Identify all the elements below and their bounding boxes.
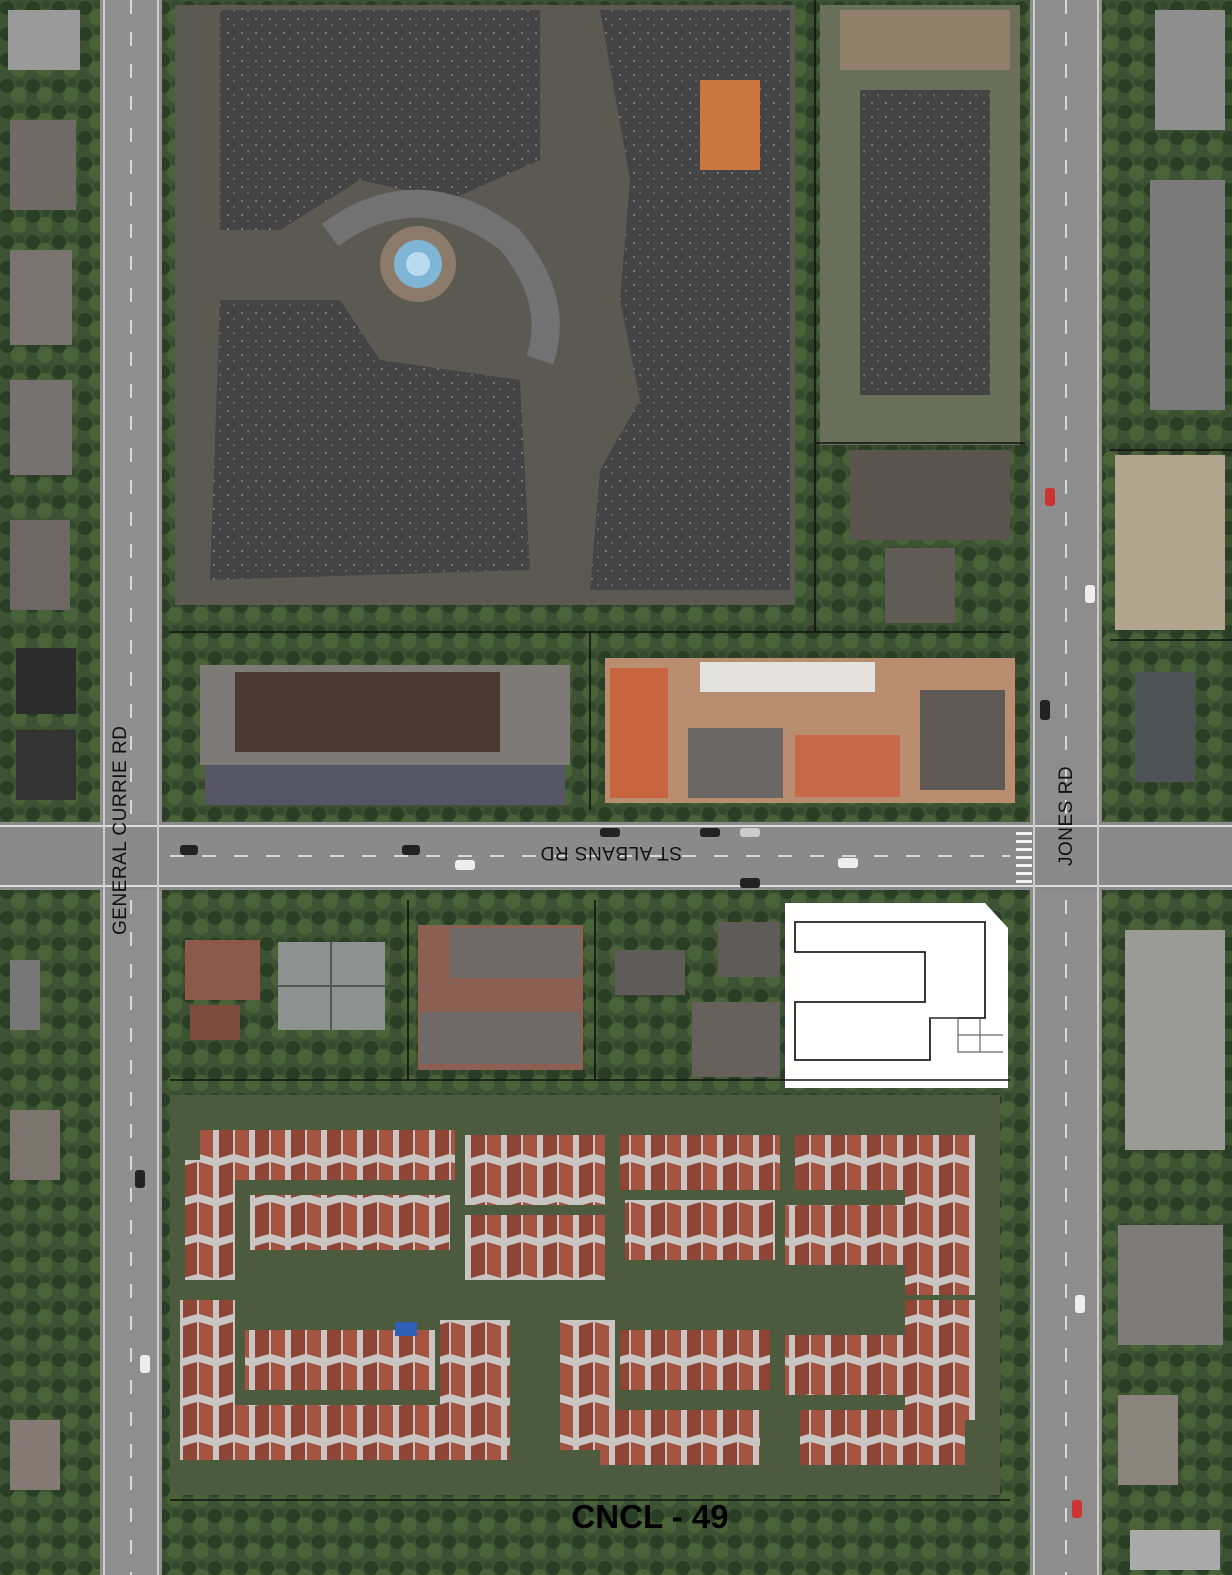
crosswalk [1016, 832, 1032, 883]
label-st-albans-rd: ST ALBANS RD [540, 842, 682, 863]
st-albans-north-row [200, 658, 1015, 805]
northeast-buildings [820, 5, 1225, 782]
west-houses [8, 10, 80, 1490]
st-albans-south-row [185, 922, 780, 1077]
parcel-lines [170, 0, 1232, 1501]
townhouse-complex [170, 1095, 1000, 1495]
north-condo-complex [175, 5, 795, 605]
label-general-currie-rd: GENERAL CURRIE RD [110, 726, 131, 935]
label-jones-rd: JONES RD [1056, 766, 1077, 866]
proposed-building-outline [794, 921, 986, 1061]
subject-site [785, 903, 1008, 1088]
page-number: CNCL - 49 [571, 1498, 729, 1535]
southeast-buildings [1118, 930, 1225, 1570]
cars [135, 488, 1095, 1518]
